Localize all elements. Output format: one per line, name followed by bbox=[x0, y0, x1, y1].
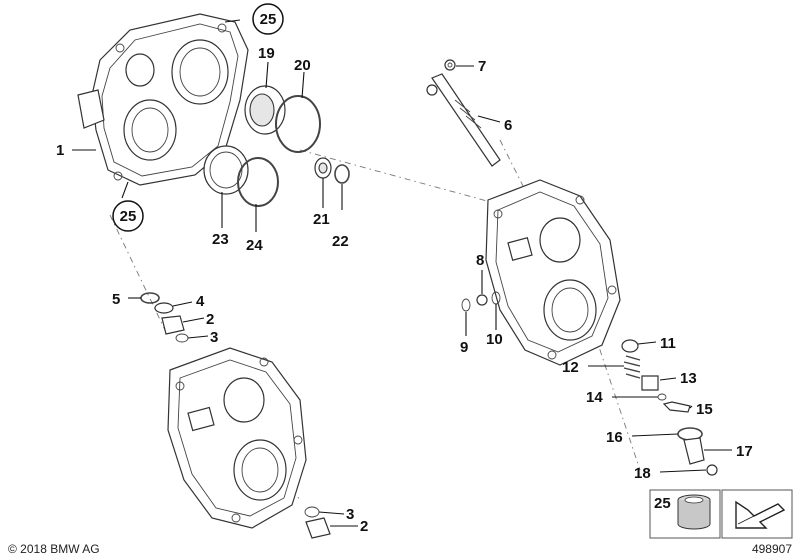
part-14-ring bbox=[657, 393, 667, 401]
callout-labels: 1 25 25 19 20 23 24 21 22 7 6 8 9 10 11 … bbox=[56, 11, 753, 535]
callout-14: 14 bbox=[586, 389, 603, 406]
part-3-o-ring-upper bbox=[175, 333, 189, 343]
callout-21: 21 bbox=[313, 211, 330, 228]
part-11-seal bbox=[621, 339, 639, 353]
part-12-spring bbox=[623, 355, 641, 379]
callout-3-lower: 3 bbox=[346, 506, 354, 523]
part-19-shaft-seal bbox=[244, 85, 286, 135]
callout-1: 1 bbox=[56, 142, 64, 159]
callout-9: 9 bbox=[460, 339, 468, 356]
callout-23: 23 bbox=[212, 231, 229, 248]
callout-12: 12 bbox=[562, 359, 579, 376]
callout-20: 20 bbox=[294, 57, 311, 74]
callout-circle-25-left bbox=[112, 200, 144, 232]
part-9-ring bbox=[461, 298, 471, 312]
callout-7: 7 bbox=[478, 58, 486, 75]
callout-5: 5 bbox=[112, 291, 120, 308]
diagonal-arrow-icon bbox=[735, 500, 786, 529]
part-13-plug bbox=[641, 375, 659, 391]
callout-24: 24 bbox=[246, 237, 263, 254]
diagram-number: 498907 bbox=[752, 542, 792, 556]
callout-25-top: 25 bbox=[260, 11, 277, 28]
gearbox-cover-right bbox=[485, 179, 621, 366]
callout-8: 8 bbox=[476, 252, 484, 269]
navigation-arrow-box[interactable] bbox=[721, 489, 793, 539]
callout-22: 22 bbox=[332, 233, 349, 250]
callout-16: 16 bbox=[606, 429, 623, 446]
callout-6: 6 bbox=[504, 117, 512, 134]
callout-11: 11 bbox=[660, 335, 676, 352]
callout-2-upper: 2 bbox=[206, 311, 214, 328]
leader-lines bbox=[72, 19, 732, 527]
copyright-text: © 2018 BMW AG bbox=[8, 542, 100, 556]
callout-17: 17 bbox=[736, 443, 753, 460]
callout-2-lower: 2 bbox=[360, 518, 368, 535]
callout-3-upper: 3 bbox=[210, 329, 218, 346]
part-18-nut bbox=[706, 464, 718, 476]
part-20-o-ring bbox=[275, 95, 321, 153]
callout-19: 19 bbox=[258, 45, 275, 62]
callout-10: 10 bbox=[486, 331, 503, 348]
part-17-drain-plug bbox=[683, 437, 705, 465]
callout-18: 18 bbox=[634, 465, 651, 482]
part-8-screw bbox=[476, 294, 488, 306]
bushing-icon bbox=[677, 494, 711, 530]
part-22-ring bbox=[334, 164, 350, 184]
part-4-washer bbox=[154, 302, 174, 314]
part-5-circlip bbox=[140, 292, 160, 304]
part-6-shift-shaft bbox=[426, 73, 501, 167]
callout-25-left: 25 bbox=[120, 208, 137, 225]
part-7-nut bbox=[444, 59, 456, 71]
gearbox-housing-lower bbox=[167, 347, 307, 529]
part-2-bushing-lower bbox=[305, 517, 331, 539]
callout-13: 13 bbox=[680, 370, 697, 387]
callout-circle-25-top bbox=[252, 3, 284, 35]
legend-25-label: 25 bbox=[654, 495, 671, 512]
callout-15: 15 bbox=[696, 401, 713, 418]
callout-4: 4 bbox=[196, 293, 205, 310]
part-3-o-ring-lower bbox=[304, 506, 320, 518]
part-21-bearing bbox=[314, 157, 332, 179]
part-15-bolt bbox=[662, 401, 691, 413]
legend-part-25: 25 bbox=[649, 489, 721, 539]
part-24-o-ring bbox=[237, 157, 279, 207]
part-2-bushing-upper bbox=[161, 315, 185, 335]
